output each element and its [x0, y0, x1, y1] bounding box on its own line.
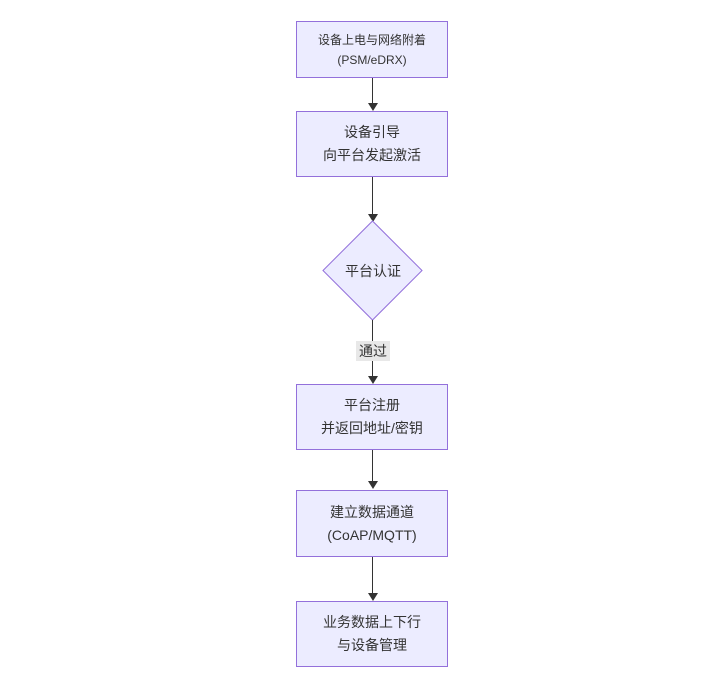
node-label-line2: 与设备管理: [337, 637, 407, 653]
arrow-line-bootstrap-to-auth: [372, 177, 373, 214]
node-platform-register: 平台注册 并返回地址/密钥: [296, 384, 448, 450]
arrowhead-icon: [368, 481, 378, 489]
arrow-line-power-to-bootstrap: [372, 78, 373, 103]
node-label-line2: (PSM/eDRX): [337, 52, 407, 67]
arrowhead-icon: [368, 376, 378, 384]
node-label-line1: 平台注册: [344, 397, 400, 413]
node-label-line1: 业务数据上下行: [323, 614, 421, 630]
node-device-bootstrap: 设备引导 向平台发起激活: [296, 111, 448, 177]
arrowhead-icon: [368, 214, 378, 222]
arrow-line-channel-to-business: [372, 557, 373, 593]
arrowhead-icon: [368, 593, 378, 601]
node-label-line2: (CoAP/MQTT): [327, 526, 417, 543]
edge-label-pass: 通过: [356, 341, 390, 361]
node-label-line1: 设备上电与网络附着: [317, 32, 426, 47]
node-label-line1: 设备引导: [344, 124, 400, 140]
node-label-line2: 并返回地址/密钥: [321, 420, 423, 436]
node-platform-auth-label: 平台认证: [345, 263, 401, 279]
node-data-channel: 建立数据通道 (CoAP/MQTT): [296, 490, 448, 557]
node-label-line1: 建立数据通道: [330, 503, 414, 520]
node-business-data: 业务数据上下行 与设备管理: [296, 601, 448, 667]
arrowhead-icon: [368, 103, 378, 111]
node-device-power-attach: 设备上电与网络附着 (PSM/eDRX): [296, 21, 448, 78]
node-label-line2: 向平台发起激活: [323, 147, 421, 163]
arrow-line-register-to-channel: [372, 450, 373, 481]
